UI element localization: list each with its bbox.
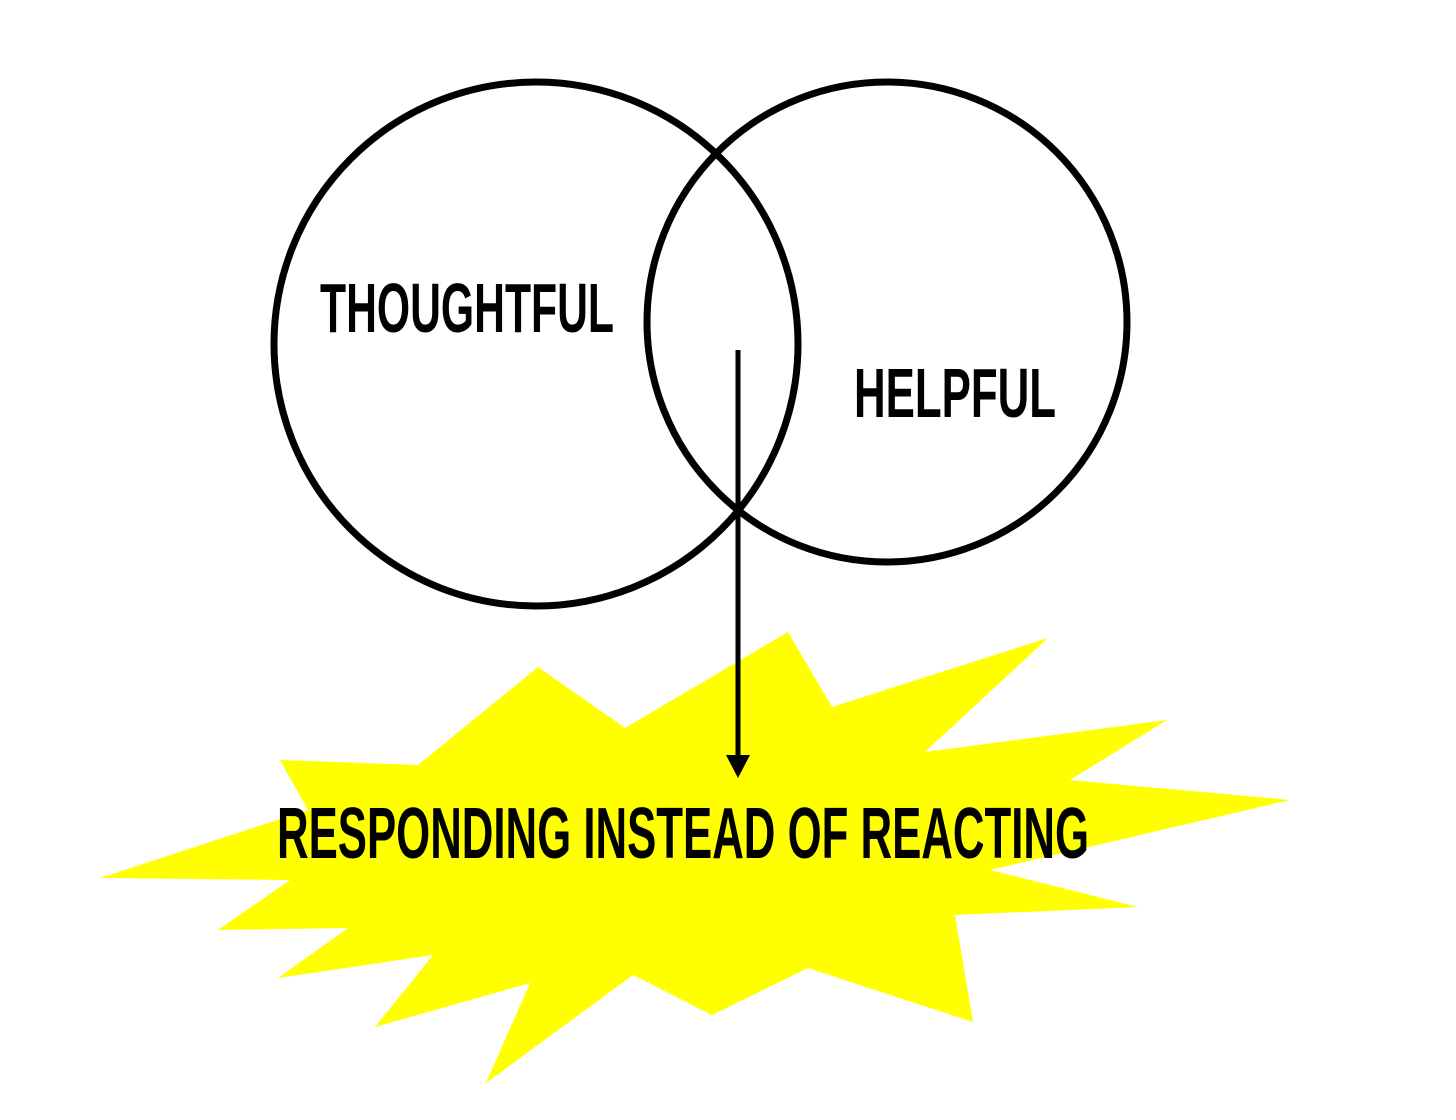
starburst-shape	[100, 632, 1290, 1083]
thoughtful-label: THOUGHTFUL	[320, 269, 614, 347]
left-circle-thoughtful	[270, 78, 802, 610]
outcome-label: RESPONDING INSTEAD OF REACTING	[277, 794, 1089, 874]
arrow-down-icon	[726, 755, 750, 778]
right-circle-helpful	[643, 78, 1131, 566]
helpful-label: HELPFUL	[854, 354, 1056, 432]
